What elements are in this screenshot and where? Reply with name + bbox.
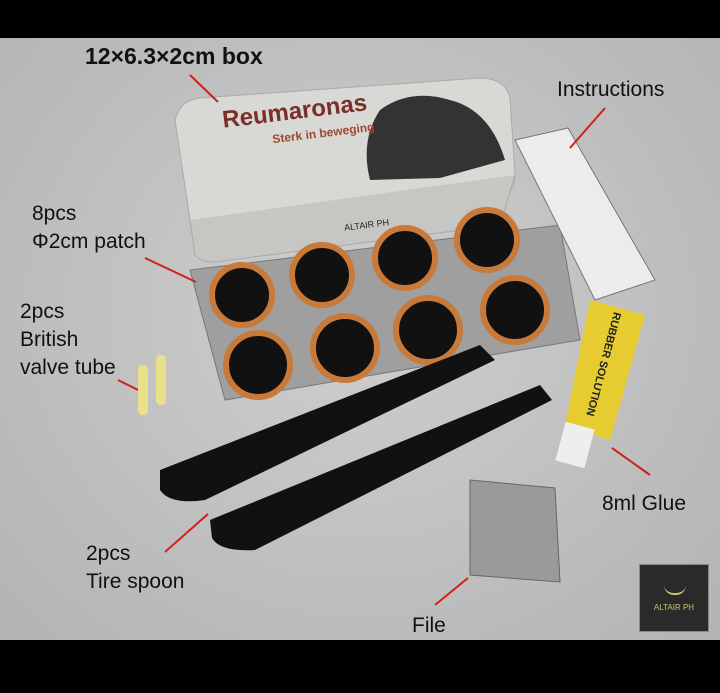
altair-logo: ALTAIR PH (639, 564, 709, 632)
tire-spoons (160, 345, 552, 551)
instructions-sheet (514, 127, 656, 301)
patch-box (174, 77, 516, 263)
patch-label: 8pcs Φ2cm patch (32, 202, 146, 253)
instructions-label: Instructions (557, 78, 665, 101)
glue-label: 8ml Glue (602, 492, 687, 515)
glue-tube (555, 300, 645, 469)
spoon-label: 2pcs Tire spoon (86, 542, 185, 593)
valve-label: 2pcs British valve tube (20, 300, 116, 379)
logo-arc-icon (664, 585, 686, 595)
file (469, 479, 561, 583)
file-label: File (412, 614, 446, 637)
box-label: 12×6.3×2cm box (85, 43, 263, 69)
logo-text: ALTAIR PH (653, 603, 695, 612)
valve-tubes (138, 355, 166, 415)
